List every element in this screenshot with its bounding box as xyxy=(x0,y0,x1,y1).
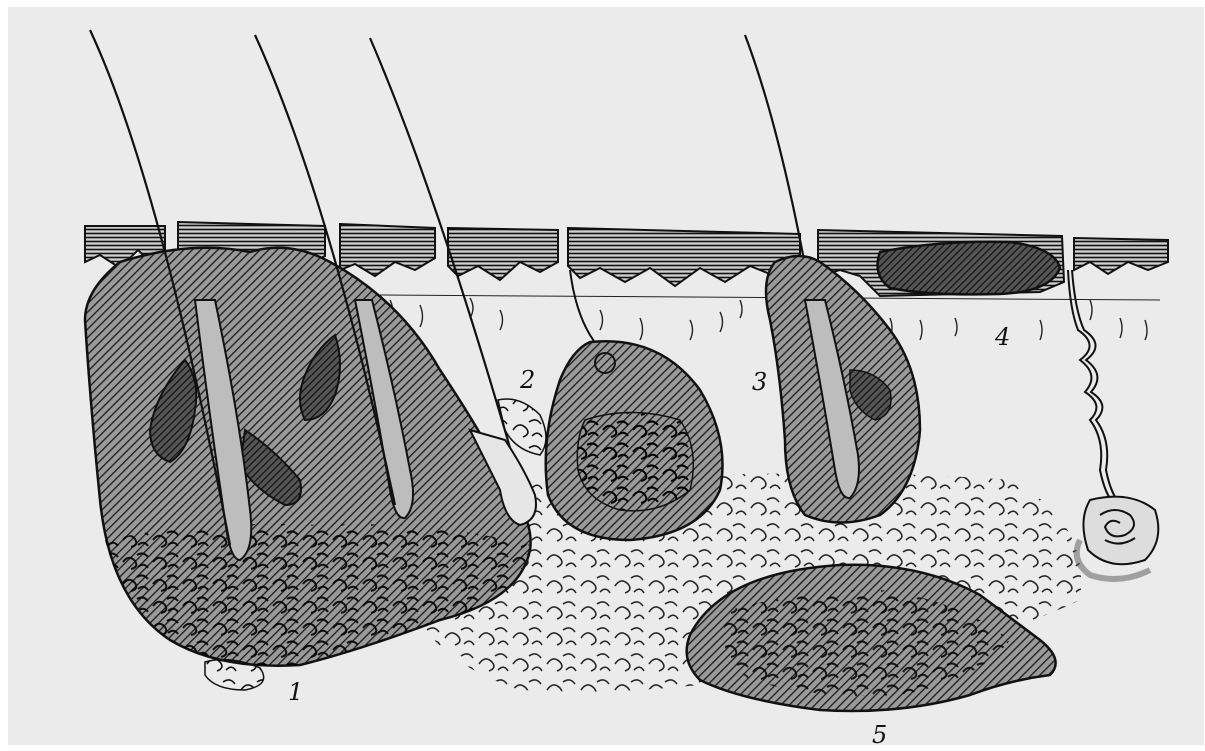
label-5: 5 xyxy=(872,721,887,749)
structure-2-gland xyxy=(546,270,723,540)
label-4: 4 xyxy=(994,323,1010,351)
sweat-duct xyxy=(1068,270,1121,505)
label-2: 2 xyxy=(519,366,535,394)
structure-4-lesion xyxy=(878,242,1060,295)
sweat-gland-coil xyxy=(1077,497,1159,579)
label-1: 1 xyxy=(288,678,303,706)
label-3: 3 xyxy=(752,368,767,396)
